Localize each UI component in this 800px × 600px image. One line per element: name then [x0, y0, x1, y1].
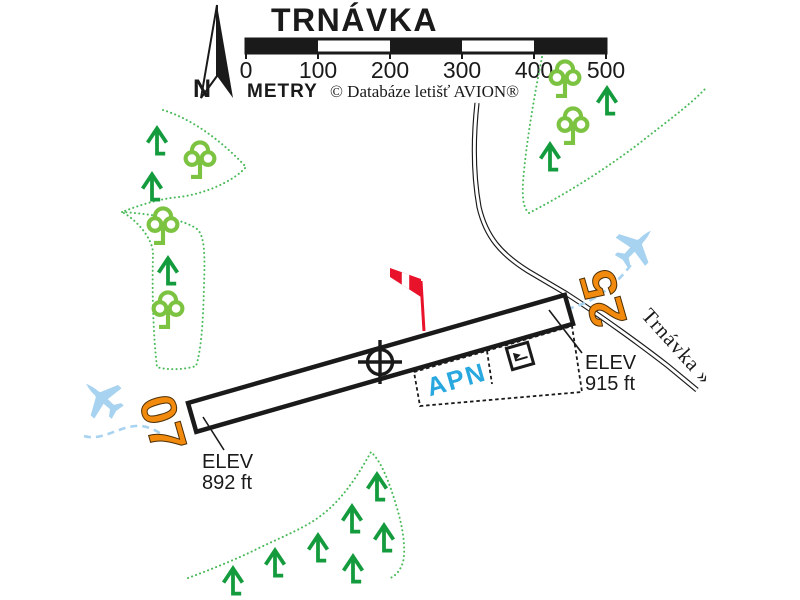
copyright-text: © Databáze letišť AVION® — [330, 82, 519, 101]
deciduous-tree-icon — [551, 61, 580, 95]
deciduous-tree-icon — [559, 108, 588, 143]
scale-tick-label: 0 — [240, 57, 253, 83]
airplane-icon — [72, 368, 132, 428]
scale-tick-label: 100 — [299, 57, 337, 83]
windsock-icon — [390, 268, 426, 332]
conifer-tree-icon — [264, 548, 286, 578]
conifer-tree-icon — [539, 142, 561, 172]
north-label: N — [193, 75, 211, 103]
forest-outline-south — [187, 450, 406, 580]
scale-tick-label: 200 — [371, 57, 409, 83]
elev-west-label: ELEV 892 ft — [202, 416, 254, 494]
forest-outline-northeast — [521, 56, 707, 215]
conifer-tree-icon — [307, 533, 329, 563]
scale-tick-label: 300 — [443, 57, 481, 83]
conifer-tree-icon — [157, 256, 179, 286]
runway-number-07: 07 — [128, 389, 198, 460]
deciduous-tree-icon — [186, 142, 215, 177]
north-arrow-icon: N — [193, 4, 233, 103]
circuit-arc-east — [566, 261, 635, 311]
conifer-tree-icon — [341, 504, 363, 534]
conifer-tree-icon — [141, 172, 163, 202]
page-title: TRNÁVKA — [271, 2, 438, 38]
runway-number-25: 25 — [568, 263, 638, 334]
conifer-tree-icon — [366, 472, 388, 502]
road-trnavka — [471, 102, 699, 393]
elev-west-line1: ELEV — [202, 451, 254, 473]
scale-tick-label: 400 — [515, 57, 553, 83]
conifer-tree-icon — [146, 126, 168, 156]
deciduous-tree-icon — [149, 208, 178, 243]
conifer-tree-icon — [222, 566, 244, 596]
circuit-arc-west — [83, 424, 169, 440]
conifer-tree-icon — [596, 86, 618, 116]
scale-ticks: 0 100 200 300 400 500 — [240, 53, 625, 83]
hangar-building-icon — [504, 340, 536, 372]
deciduous-tree-icon — [154, 292, 183, 327]
elev-east-line2: 915 ft — [585, 373, 635, 395]
scale-bar: 0 100 200 300 400 500 — [240, 37, 625, 83]
forest-outline-west — [121, 211, 206, 371]
airport-reference-point-icon — [358, 340, 402, 384]
elev-east-line1: ELEV — [585, 352, 637, 374]
apron-area — [412, 324, 584, 407]
scale-unit-label: METRY — [247, 81, 318, 102]
scale-tick-label: 500 — [587, 57, 625, 83]
conifer-tree-icon — [373, 523, 395, 553]
conifer-tree-icon — [342, 554, 364, 584]
elev-east-label: ELEV 915 ft — [548, 309, 637, 395]
elev-west-line2: 892 ft — [202, 472, 252, 494]
